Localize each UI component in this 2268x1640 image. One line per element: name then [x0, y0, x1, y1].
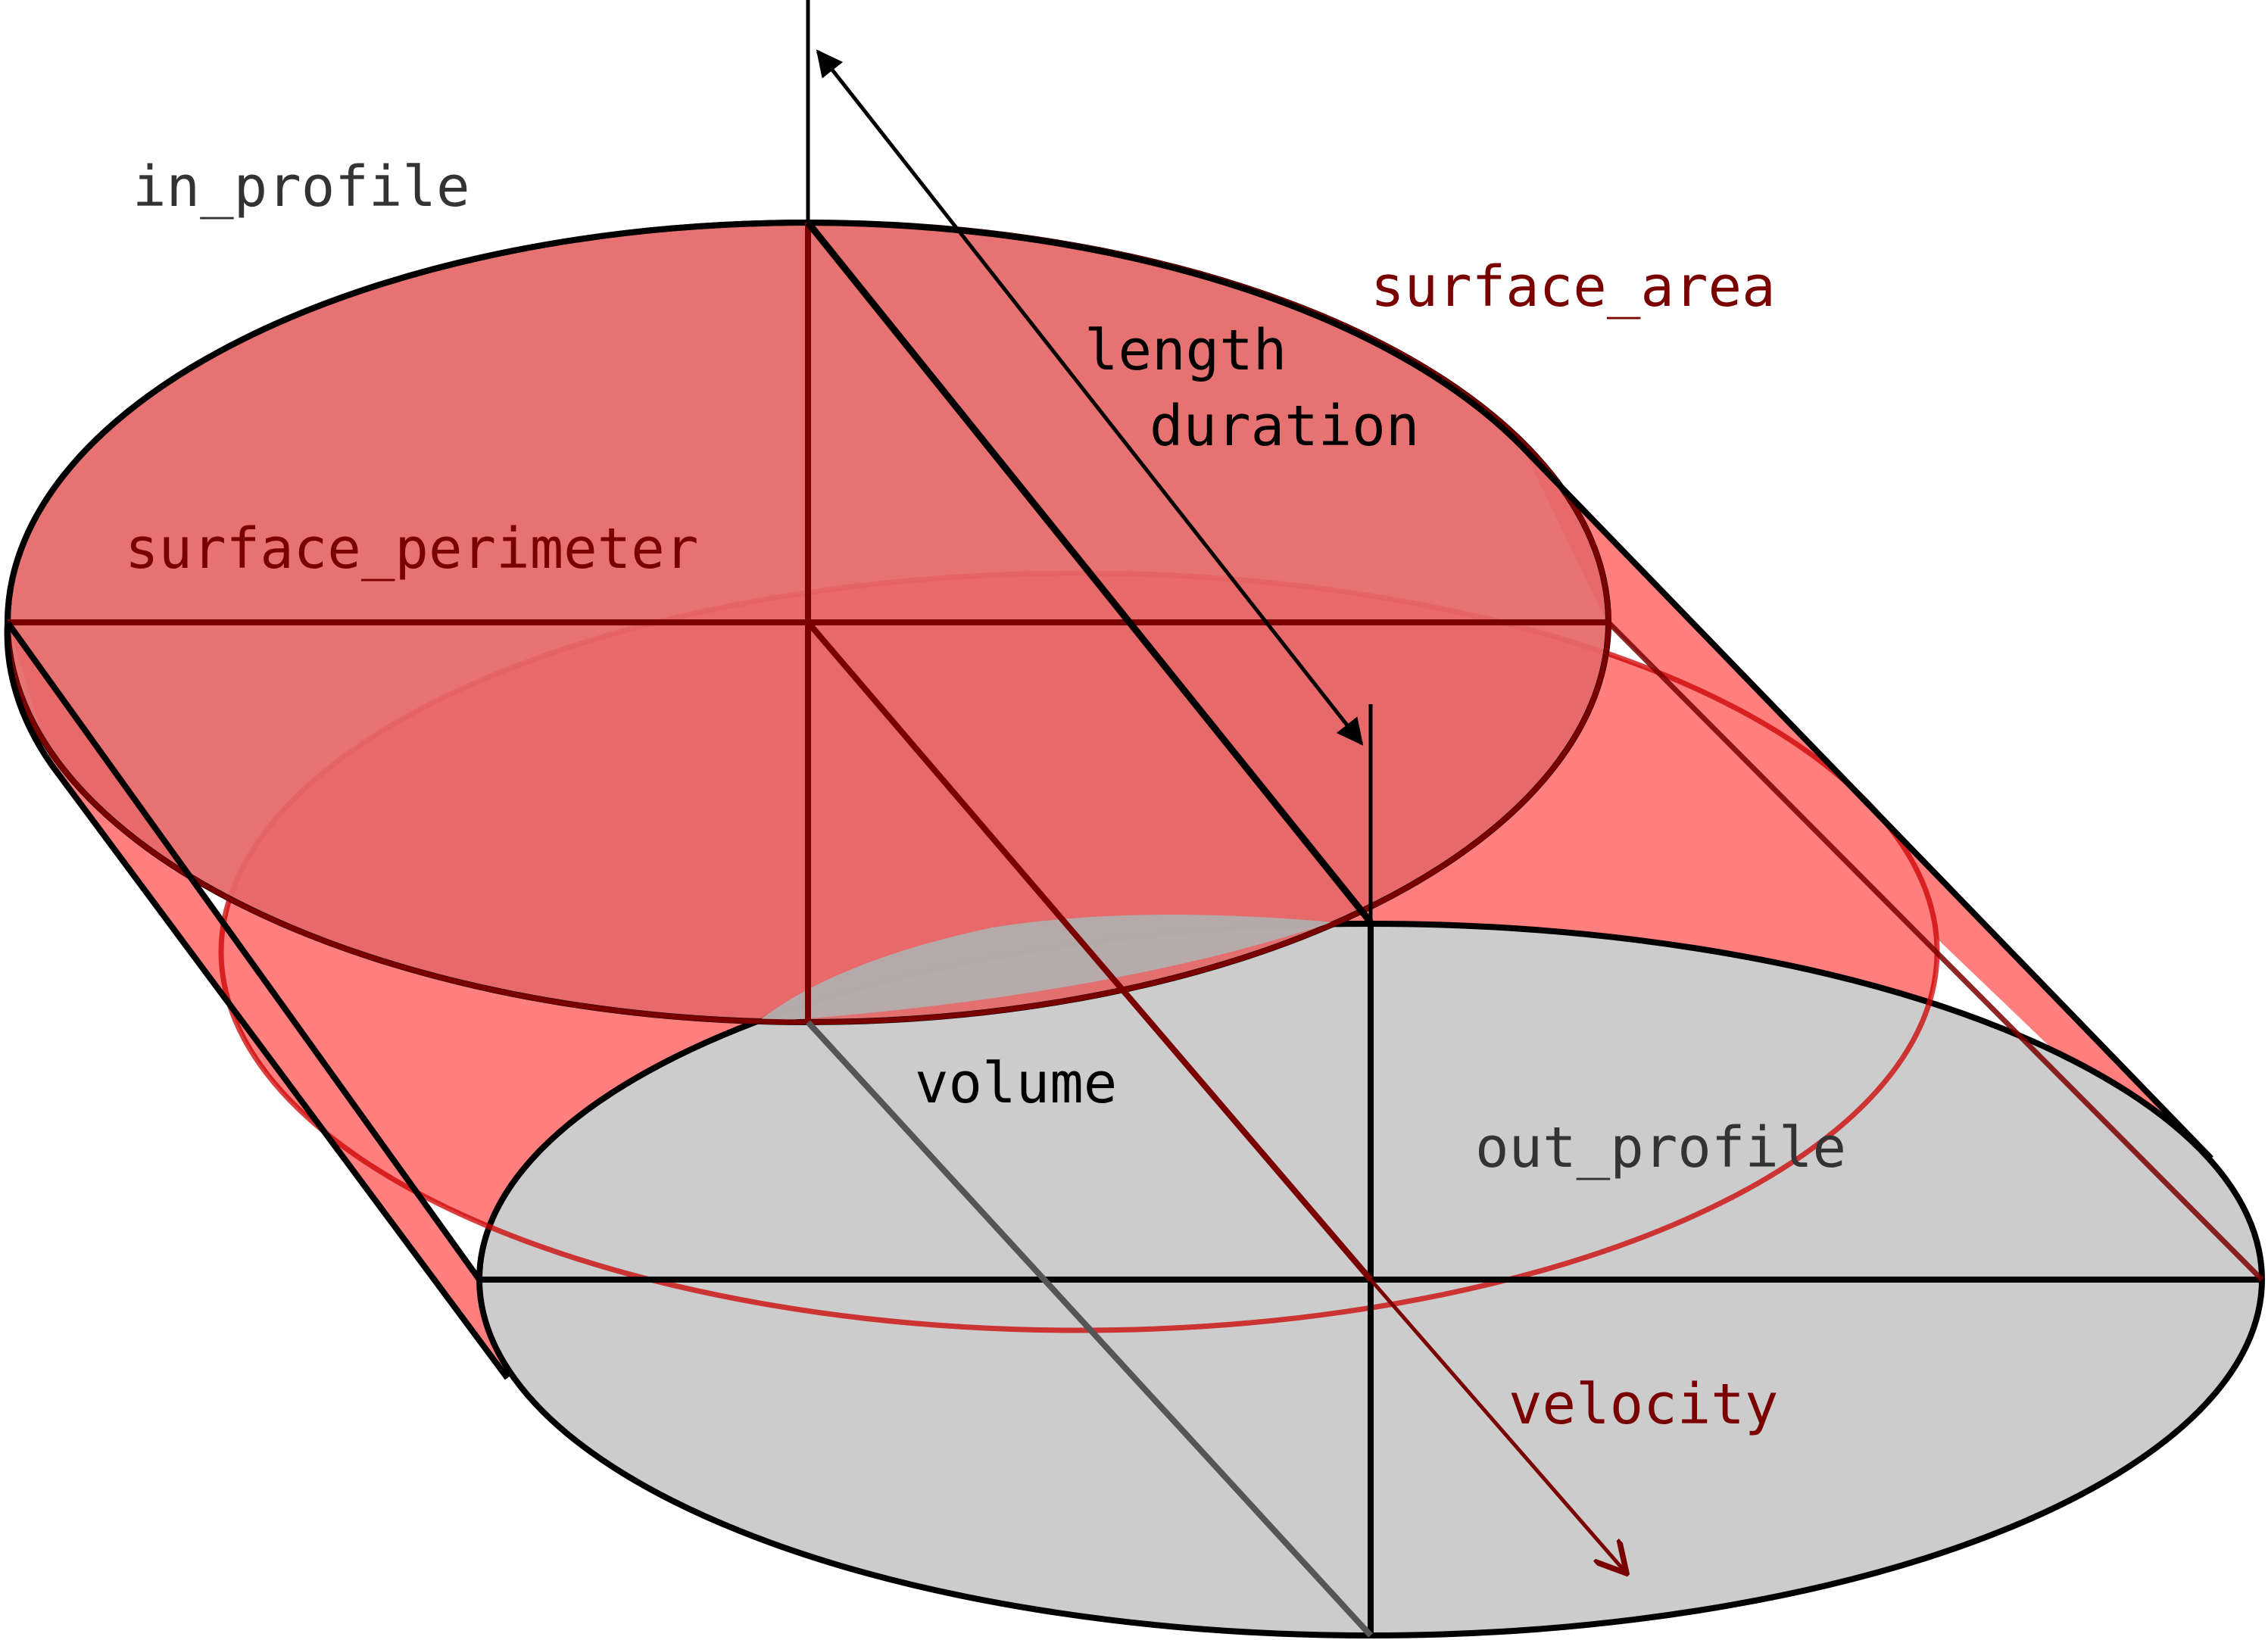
surface-area-label: surface_area — [1371, 254, 1776, 320]
volume-label: volume — [915, 1051, 1117, 1116]
length-label: length — [1084, 318, 1287, 383]
duration-label: duration — [1150, 394, 1419, 459]
velocity-label: velocity — [1508, 1372, 1778, 1437]
velocity-arrow — [1369, 1278, 1627, 1573]
out-profile-label: out_profile — [1475, 1115, 1846, 1180]
in-profile-label: in_profile — [133, 154, 470, 220]
surface-perimeter-label: surface_perimeter — [125, 516, 698, 581]
overlap-shade — [757, 915, 1333, 1022]
length-dimension — [806, 0, 1373, 922]
